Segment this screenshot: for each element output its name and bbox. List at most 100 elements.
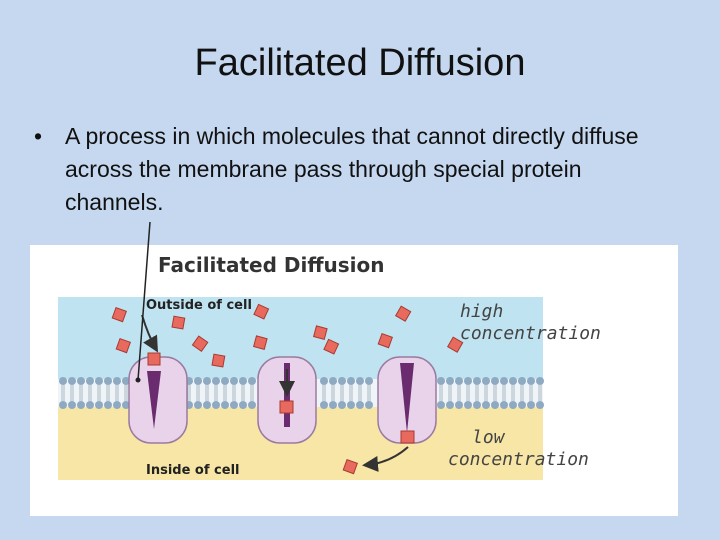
phospholipid-tail <box>448 385 452 401</box>
phospholipid-tail <box>538 385 542 401</box>
phospholipid-head <box>536 377 544 385</box>
phospholipid-head <box>239 401 247 409</box>
phospholipid-head <box>59 377 67 385</box>
phospholipid-tail <box>475 385 479 401</box>
phospholipid-tail <box>196 385 200 401</box>
phospholipid-tail <box>61 385 65 401</box>
phospholipid-head <box>491 401 499 409</box>
phospholipid-head <box>194 401 202 409</box>
phospholipid-head <box>437 401 445 409</box>
phospholipid-head <box>500 377 508 385</box>
low-label-line2: concentration <box>448 449 589 470</box>
phospholipid-head <box>338 377 346 385</box>
molecules-outside <box>111 303 464 368</box>
phospholipid-head <box>221 401 229 409</box>
phospholipid-head <box>320 377 328 385</box>
phospholipid-head <box>239 377 247 385</box>
phospholipid-head <box>356 377 364 385</box>
phospholipid-head <box>95 377 103 385</box>
phospholipid-tail <box>241 385 245 401</box>
phospholipid-tail <box>349 385 353 401</box>
outside-of-cell-label: Outside of cell <box>146 298 252 313</box>
phospholipid-head <box>248 401 256 409</box>
phospholipid-head <box>230 401 238 409</box>
phospholipid-head <box>446 377 454 385</box>
phospholipid-head <box>95 401 103 409</box>
phospholipid-head <box>455 377 463 385</box>
phospholipid-head <box>464 401 472 409</box>
phospholipid-tail <box>79 385 83 401</box>
phospholipid-head <box>212 401 220 409</box>
phospholipid-tail <box>367 385 371 401</box>
phospholipid-tail <box>520 385 524 401</box>
phospholipid-head <box>365 401 373 409</box>
phospholipid-tail <box>187 385 191 401</box>
slide-title: Facilitated Diffusion <box>194 42 526 84</box>
phospholipid-tail <box>493 385 497 401</box>
phospholipid-head <box>437 377 445 385</box>
phospholipid-head <box>104 377 112 385</box>
phospholipid-head <box>68 377 76 385</box>
phospholipid-head <box>500 401 508 409</box>
phospholipid-head <box>122 401 130 409</box>
phospholipid-head <box>455 401 463 409</box>
protein-channel-3 <box>377 356 437 444</box>
phospholipid-tail <box>70 385 74 401</box>
phospholipid-head <box>212 377 220 385</box>
bullet-point: • A process in which molecules that cann… <box>34 120 674 219</box>
phospholipid-tail <box>502 385 506 401</box>
phospholipid-tail <box>106 385 110 401</box>
phospholipid-head <box>248 377 256 385</box>
phospholipid-tail <box>358 385 362 401</box>
phospholipid-head <box>509 401 517 409</box>
phospholipid-head <box>230 377 238 385</box>
phospholipid-head <box>68 401 76 409</box>
high-label-line2: concentration <box>460 323 601 344</box>
phospholipid-head <box>473 401 481 409</box>
phospholipid-head <box>518 401 526 409</box>
phospholipid-head <box>347 377 355 385</box>
phospholipid-head <box>77 377 85 385</box>
phospholipid-tail <box>340 385 344 401</box>
phospholipid-head <box>86 377 94 385</box>
phospholipid-tail <box>331 385 335 401</box>
phospholipid-head <box>113 401 121 409</box>
phospholipid-head <box>59 401 67 409</box>
phospholipid-tail <box>97 385 101 401</box>
phospholipid-head <box>194 377 202 385</box>
phospholipid-heads <box>59 377 544 409</box>
high-label-line1: high <box>460 301 504 322</box>
phospholipid-head <box>338 401 346 409</box>
phospholipid-head <box>203 401 211 409</box>
phospholipid-head <box>122 377 130 385</box>
figure-title: Facilitated Diffusion <box>158 253 385 277</box>
phospholipid-head <box>482 401 490 409</box>
phospholipid-tail <box>214 385 218 401</box>
low-label-line1: low <box>472 427 505 448</box>
phospholipid-tail <box>250 385 254 401</box>
phospholipid-tail <box>439 385 443 401</box>
phospholipid-tail <box>484 385 488 401</box>
phospholipid-tail <box>88 385 92 401</box>
phospholipid-head <box>77 401 85 409</box>
phospholipid-tail <box>322 385 326 401</box>
phospholipid-head <box>473 377 481 385</box>
exit-arrow <box>362 446 409 472</box>
phospholipid-head <box>221 377 229 385</box>
bullet-text: A process in which molecules that cannot… <box>65 123 639 215</box>
membrane-diagram <box>58 297 544 480</box>
phospholipid-tail <box>115 385 119 401</box>
phospholipid-head <box>320 401 328 409</box>
phospholipid-tail <box>205 385 209 401</box>
phospholipid-tail <box>511 385 515 401</box>
high-concentration-label: high concentration <box>460 301 601 345</box>
phospholipid-head <box>329 377 337 385</box>
phospholipid-tail <box>124 385 128 401</box>
phospholipid-head <box>86 401 94 409</box>
phospholipid-tail <box>223 385 227 401</box>
phospholipid-head <box>518 377 526 385</box>
phospholipid-head <box>536 401 544 409</box>
low-concentration-label: low concentration <box>448 427 589 471</box>
molecules-in-transit <box>279 400 415 475</box>
